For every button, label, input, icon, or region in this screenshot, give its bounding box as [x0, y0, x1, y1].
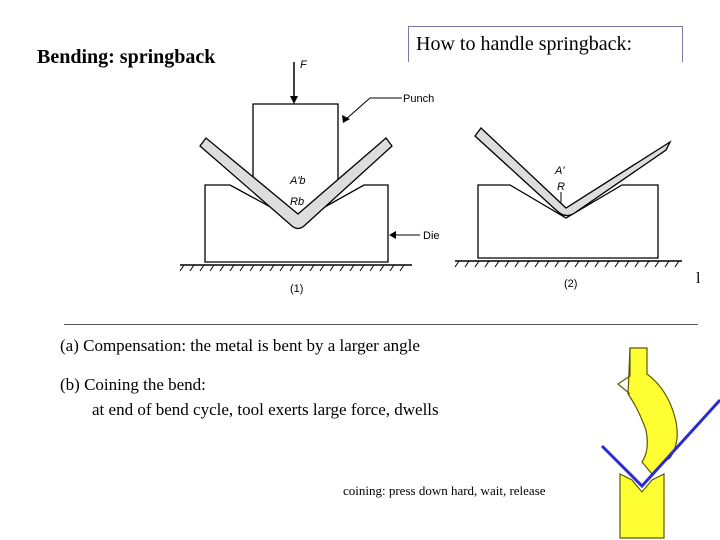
coining-vee [600, 398, 720, 489]
sheet-1 [199, 137, 393, 230]
point-a-compensation: (a) Compensation: the metal is bent by a… [60, 336, 420, 355]
punch-leader-head [342, 115, 350, 123]
sheet-2 [474, 127, 672, 217]
point-b-heading: (b) Coining the bend: [60, 375, 206, 394]
stray-mark: l [696, 270, 701, 287]
coining-note: coining: press down hard, wait, release [343, 483, 546, 498]
stage-1-label: (1) [290, 283, 303, 295]
slide-title: Bending: springback [37, 46, 216, 68]
angle-label-1: A'b [289, 175, 306, 187]
springback-diagram: F Punch Die A'b Rb (1) A' R (2) [179, 59, 682, 295]
coining-punch-notch [616, 348, 631, 395]
force-arrowhead [290, 96, 298, 104]
radius-label-2: R [557, 181, 565, 193]
die-leader-head [389, 231, 396, 239]
angle-label-2: A' [554, 165, 565, 177]
radius-label-1: Rb [290, 196, 304, 208]
coining-illustration [600, 347, 720, 539]
die-2 [477, 184, 659, 259]
point-b-detail: at end of bend cycle, tool exerts large … [92, 400, 439, 419]
force-label: F [300, 59, 308, 71]
die-label: Die [423, 230, 440, 242]
punch-leader [344, 97, 402, 121]
callout-box [408, 26, 683, 62]
punch-label: Punch [403, 93, 434, 105]
callout-title: How to handle springback: [416, 33, 633, 55]
divider-line [64, 324, 698, 325]
coining-die [619, 473, 665, 539]
stage-2-label: (2) [564, 278, 577, 290]
hatch-1 [179, 264, 405, 272]
hatch-2 [454, 260, 680, 268]
